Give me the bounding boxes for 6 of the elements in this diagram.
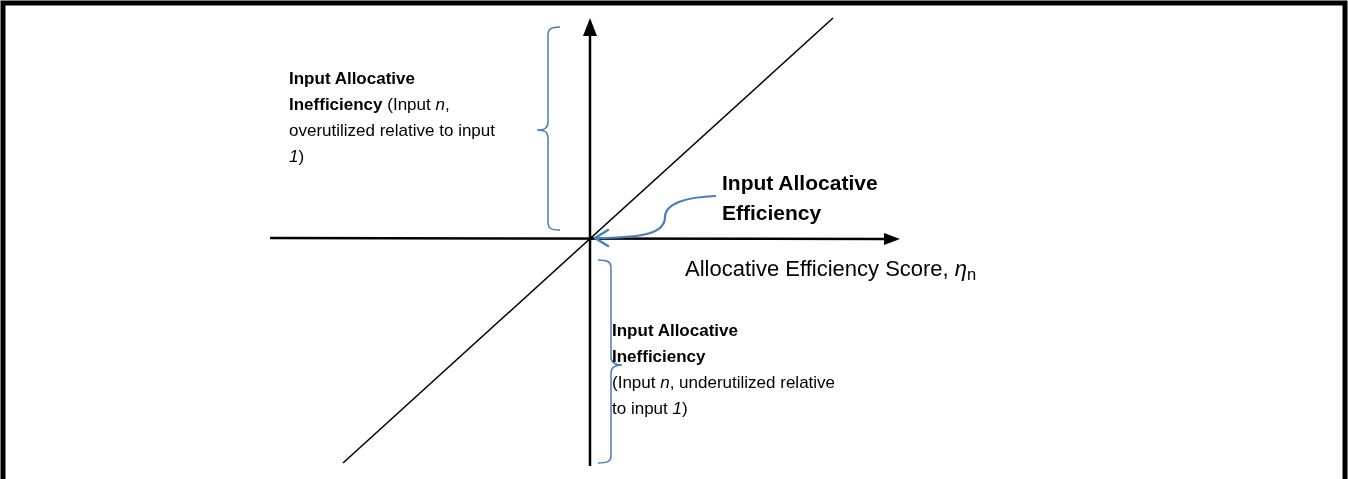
axis-label: Allocative Efficiency Score, η$_{n}$: [685, 255, 978, 284]
bracket-label: (Input n, underutilized relative to input 1): [612, 372, 837, 420]
leader-arrow: [593, 194, 717, 248]
bracket-label: Input Allocative Inefficiency (Input n, overutilized relative to input 1): [289, 68, 496, 168]
origin-point: [589, 236, 593, 240]
callout-text: Input Allocative Efficiency: [722, 168, 952, 228]
